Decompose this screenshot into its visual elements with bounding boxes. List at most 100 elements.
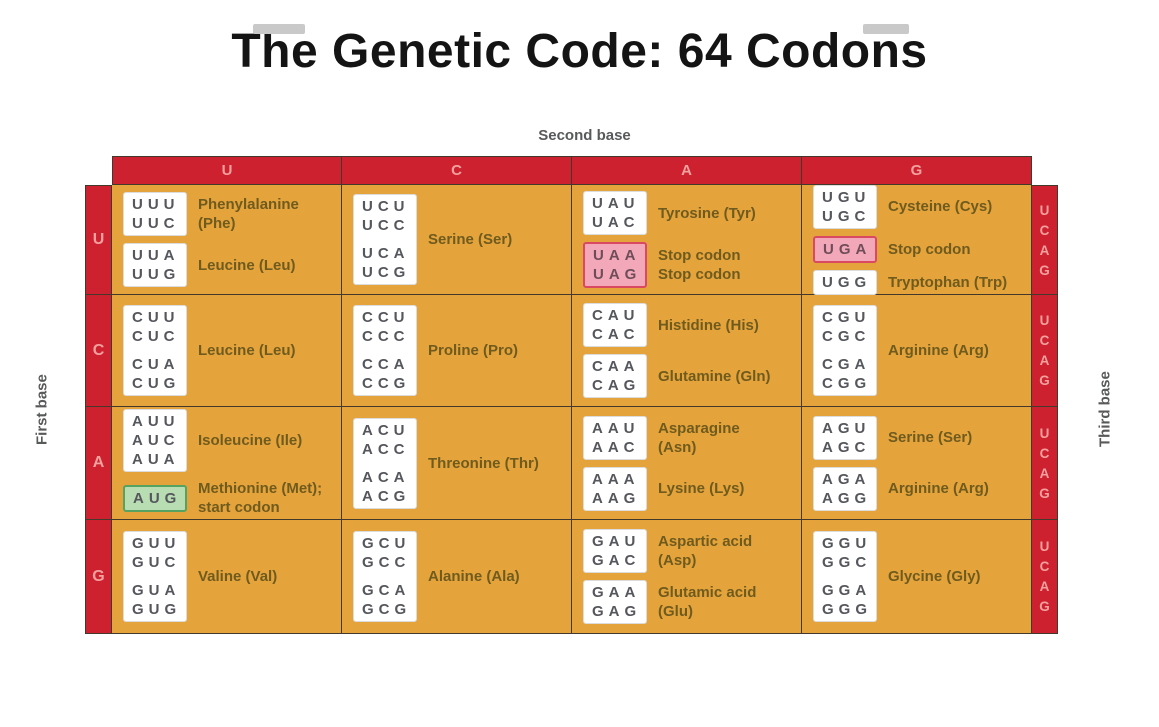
codon: GAA xyxy=(592,584,641,601)
third-base-letter: C xyxy=(1039,222,1050,238)
codon: CCG xyxy=(362,375,411,392)
third-base-letter: G xyxy=(1039,373,1050,388)
codon: CUC xyxy=(132,328,180,345)
amino-acid-label: Cysteine (Cys) xyxy=(888,198,993,215)
codon: GCA xyxy=(362,582,411,599)
codon: ACC xyxy=(362,440,410,458)
codon: CAC xyxy=(592,326,640,343)
codon-box: UGG xyxy=(813,269,877,295)
amino-acid-label: Histidine (His) xyxy=(658,316,759,334)
column-header: A xyxy=(572,156,802,185)
page: { "title": "The Genetic Code: 64 Codons"… xyxy=(0,24,1159,727)
codon-box: UGA xyxy=(813,235,877,263)
first-base-axis-label: First base xyxy=(33,374,51,445)
codon: CGG xyxy=(822,375,872,392)
third-base-letter: U xyxy=(1039,539,1050,554)
codon: GGU xyxy=(822,535,872,552)
codon: GAC xyxy=(592,552,641,569)
codon: AAG xyxy=(592,489,641,507)
third-base-letter: A xyxy=(1039,353,1050,368)
codon: UGU xyxy=(822,188,871,206)
amino-acid-label: Stop codon Stop codon xyxy=(658,247,741,283)
amino-acid-label: Stop codon xyxy=(888,240,971,258)
codon: GUU xyxy=(132,535,181,552)
amino-acid-label: Aspartic acid (Asp) xyxy=(658,533,753,569)
amino-acid-label: Glycine (Gly) xyxy=(888,568,981,585)
amino-acid-label: Threonine (Thr) xyxy=(428,454,539,472)
codon: AAU xyxy=(592,419,640,437)
third-base-letter: U xyxy=(1039,313,1050,328)
amino-acid-label: Arginine (Arg) xyxy=(888,342,989,359)
codon: GGA xyxy=(822,582,872,599)
codon: CGU xyxy=(822,309,871,326)
amino-acid-label: Methionine (Met); start codon xyxy=(198,480,323,516)
codon: CCU xyxy=(362,309,410,326)
codon: CAA xyxy=(592,358,640,375)
codon: GCU xyxy=(362,535,411,552)
third-base-letter: C xyxy=(1039,559,1050,574)
amino-acid-label: Alanine (Ala) xyxy=(428,568,520,585)
codon: GGG xyxy=(822,601,873,618)
third-base-letter: G xyxy=(1039,262,1050,278)
amino-acid-label: Asparagine (Asn) xyxy=(658,419,740,456)
codon: CAG xyxy=(592,377,641,394)
amino-acid-label: Proline (Pro) xyxy=(428,342,519,359)
row-header: G xyxy=(85,520,112,634)
codon: CGC xyxy=(822,328,871,345)
third-base-letter: U xyxy=(1039,202,1050,218)
column-header: U xyxy=(112,156,342,185)
codon: CUA xyxy=(132,356,180,373)
amino-acid-label: Leucine (Leu) xyxy=(198,342,296,359)
row-header: U xyxy=(85,185,112,295)
codon: ACG xyxy=(362,487,411,505)
second-base-axis-label: Second base xyxy=(538,127,631,144)
codon-box: GCU GCC GCA GCG xyxy=(353,531,417,622)
codon: UCG xyxy=(362,264,411,281)
codon: UGG xyxy=(822,273,872,291)
header-corner-spacer xyxy=(1032,156,1058,185)
row-header: A xyxy=(85,407,112,520)
codon: UCA xyxy=(362,245,410,262)
codon: GCC xyxy=(362,554,411,571)
codon: AGC xyxy=(822,438,871,456)
amino-acid-label: Tyrosine (Tyr) xyxy=(658,204,756,222)
codon: UAG xyxy=(593,266,642,283)
codon: GCG xyxy=(362,601,412,618)
page-title: The Genetic Code: 64 Codons xyxy=(231,25,928,78)
